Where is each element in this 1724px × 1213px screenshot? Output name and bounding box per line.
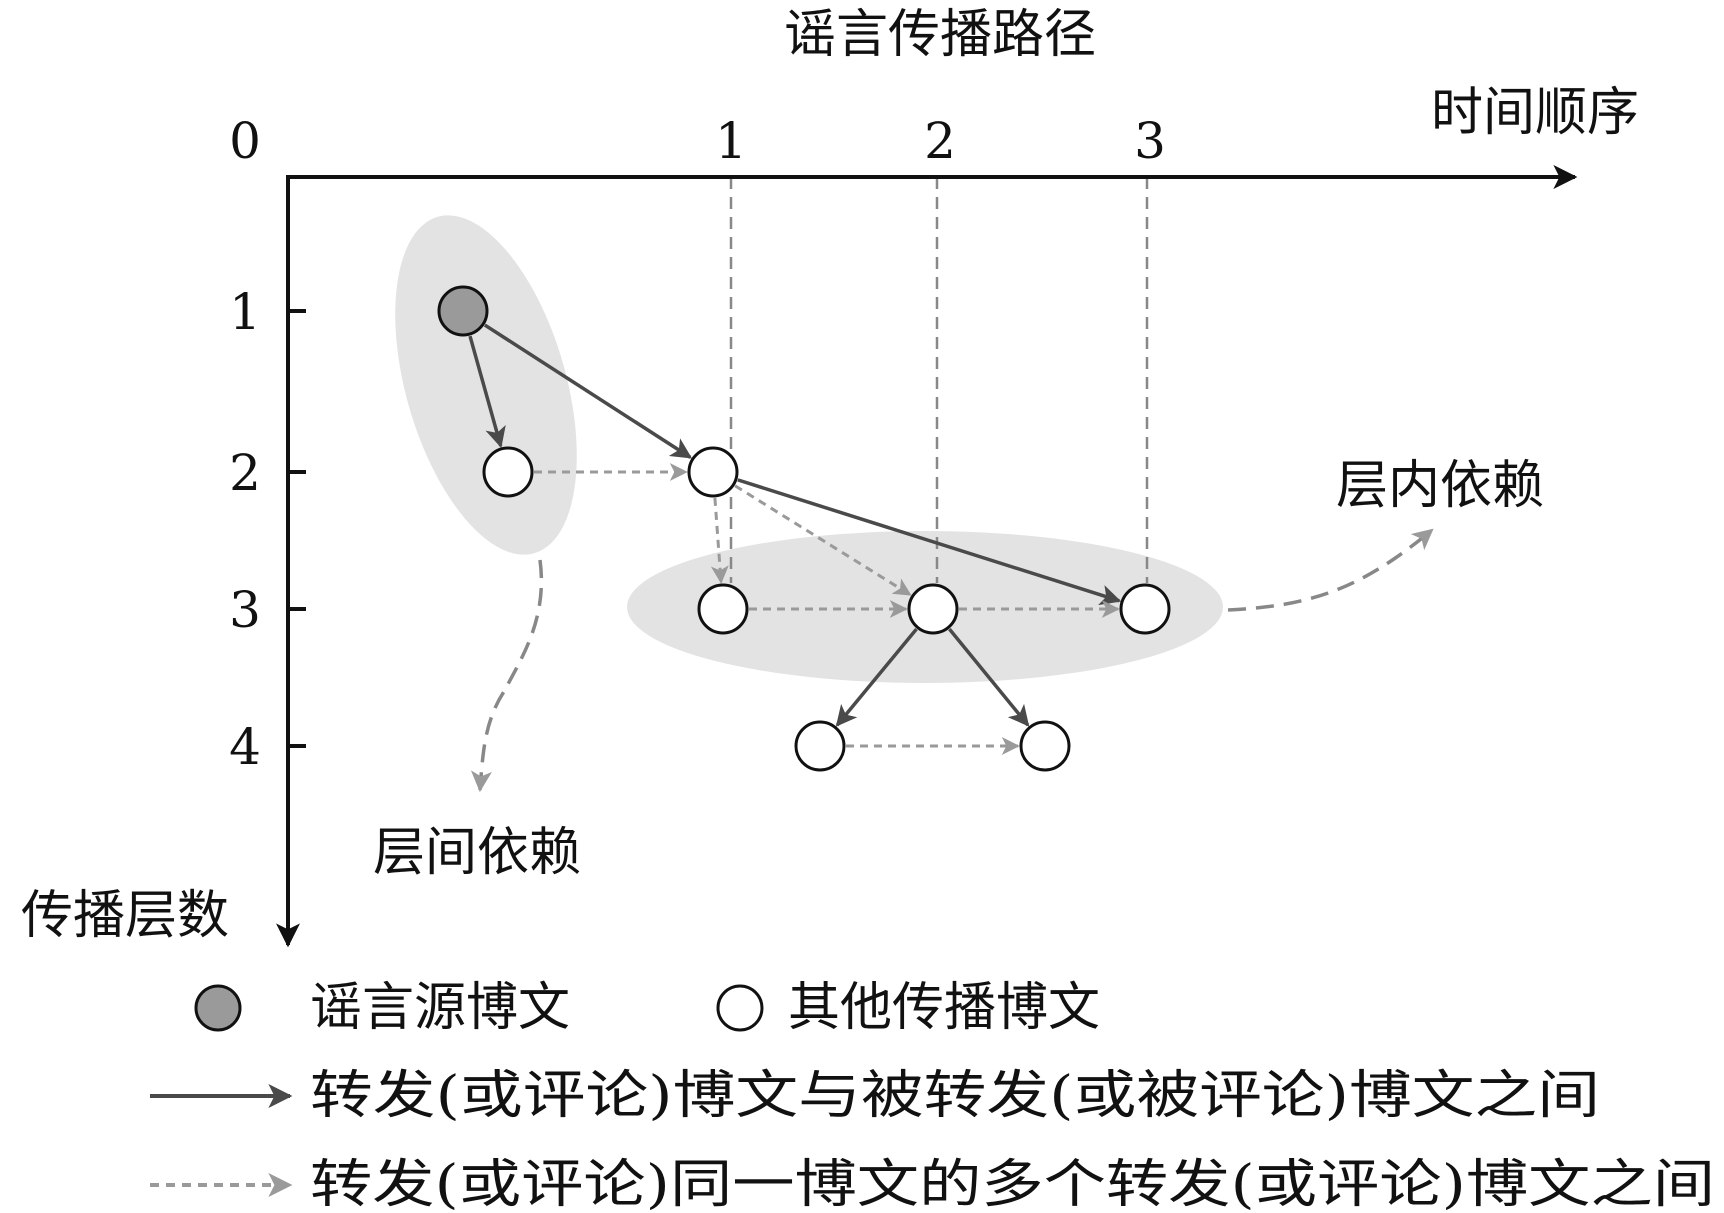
post-node-c	[697, 583, 749, 635]
diagram-title: 谣言传播路径	[784, 5, 1096, 65]
y-ticks	[288, 309, 306, 748]
time-guides	[729, 177, 1149, 583]
edge-s-b	[483, 323, 693, 459]
legend-source-symbol	[194, 984, 242, 1032]
post-node-e	[1119, 583, 1171, 635]
edge-s-a	[468, 335, 506, 449]
post-node-g	[1019, 720, 1071, 772]
intra-layer-label: 层内依赖	[1336, 456, 1544, 516]
post-node-b	[687, 446, 739, 498]
x-axis-label: 时间顺序	[1431, 83, 1639, 143]
x-tick-label-2: 2	[924, 112, 956, 170]
y-tick-label-2: 2	[229, 444, 261, 502]
inter-layer-pointer	[470, 559, 544, 793]
legend-other-label: 其他传播博文	[788, 978, 1100, 1038]
post-node-a	[482, 446, 534, 498]
legend-dashed-label: 转发(或评论)同一博文的多个转发(或评论)博文之间	[310, 1155, 1715, 1213]
edge-b-d	[734, 484, 912, 597]
intra-layer-pointer	[1227, 528, 1434, 612]
edge-d-g	[948, 628, 1030, 727]
inter-layer-label: 层间依赖	[373, 823, 581, 883]
source-post-node-s	[437, 285, 489, 337]
legend-other-symbol	[716, 984, 764, 1032]
y-tick-label-4: 4	[229, 718, 261, 776]
x-origin-label: 0	[229, 112, 261, 170]
post-node-f	[794, 720, 846, 772]
y-tick-label-3: 3	[229, 581, 261, 639]
legend-source-label: 谣言源博文	[310, 978, 570, 1038]
post-node-d	[907, 583, 959, 635]
x-tick-label-3: 3	[1134, 112, 1166, 170]
legend-solid-label: 转发(或评论)博文与被转发(或被评论)博文之间	[310, 1066, 1600, 1126]
y-axis-label: 传播层数	[21, 886, 229, 946]
edge-b-e	[737, 478, 1122, 606]
edge-b-c	[710, 497, 729, 584]
legend: 谣言源博文 其他传播博文 转发(或评论)博文与被转发(或被评论)博文之间 转发(…	[150, 978, 1715, 1213]
x-tick-label-1: 1	[715, 112, 747, 170]
edges	[468, 323, 1122, 755]
edge-d-f	[835, 627, 918, 727]
inter-layer-highlight	[395, 215, 577, 555]
nodes	[437, 285, 1171, 772]
y-tick-label-1: 1	[229, 283, 261, 341]
